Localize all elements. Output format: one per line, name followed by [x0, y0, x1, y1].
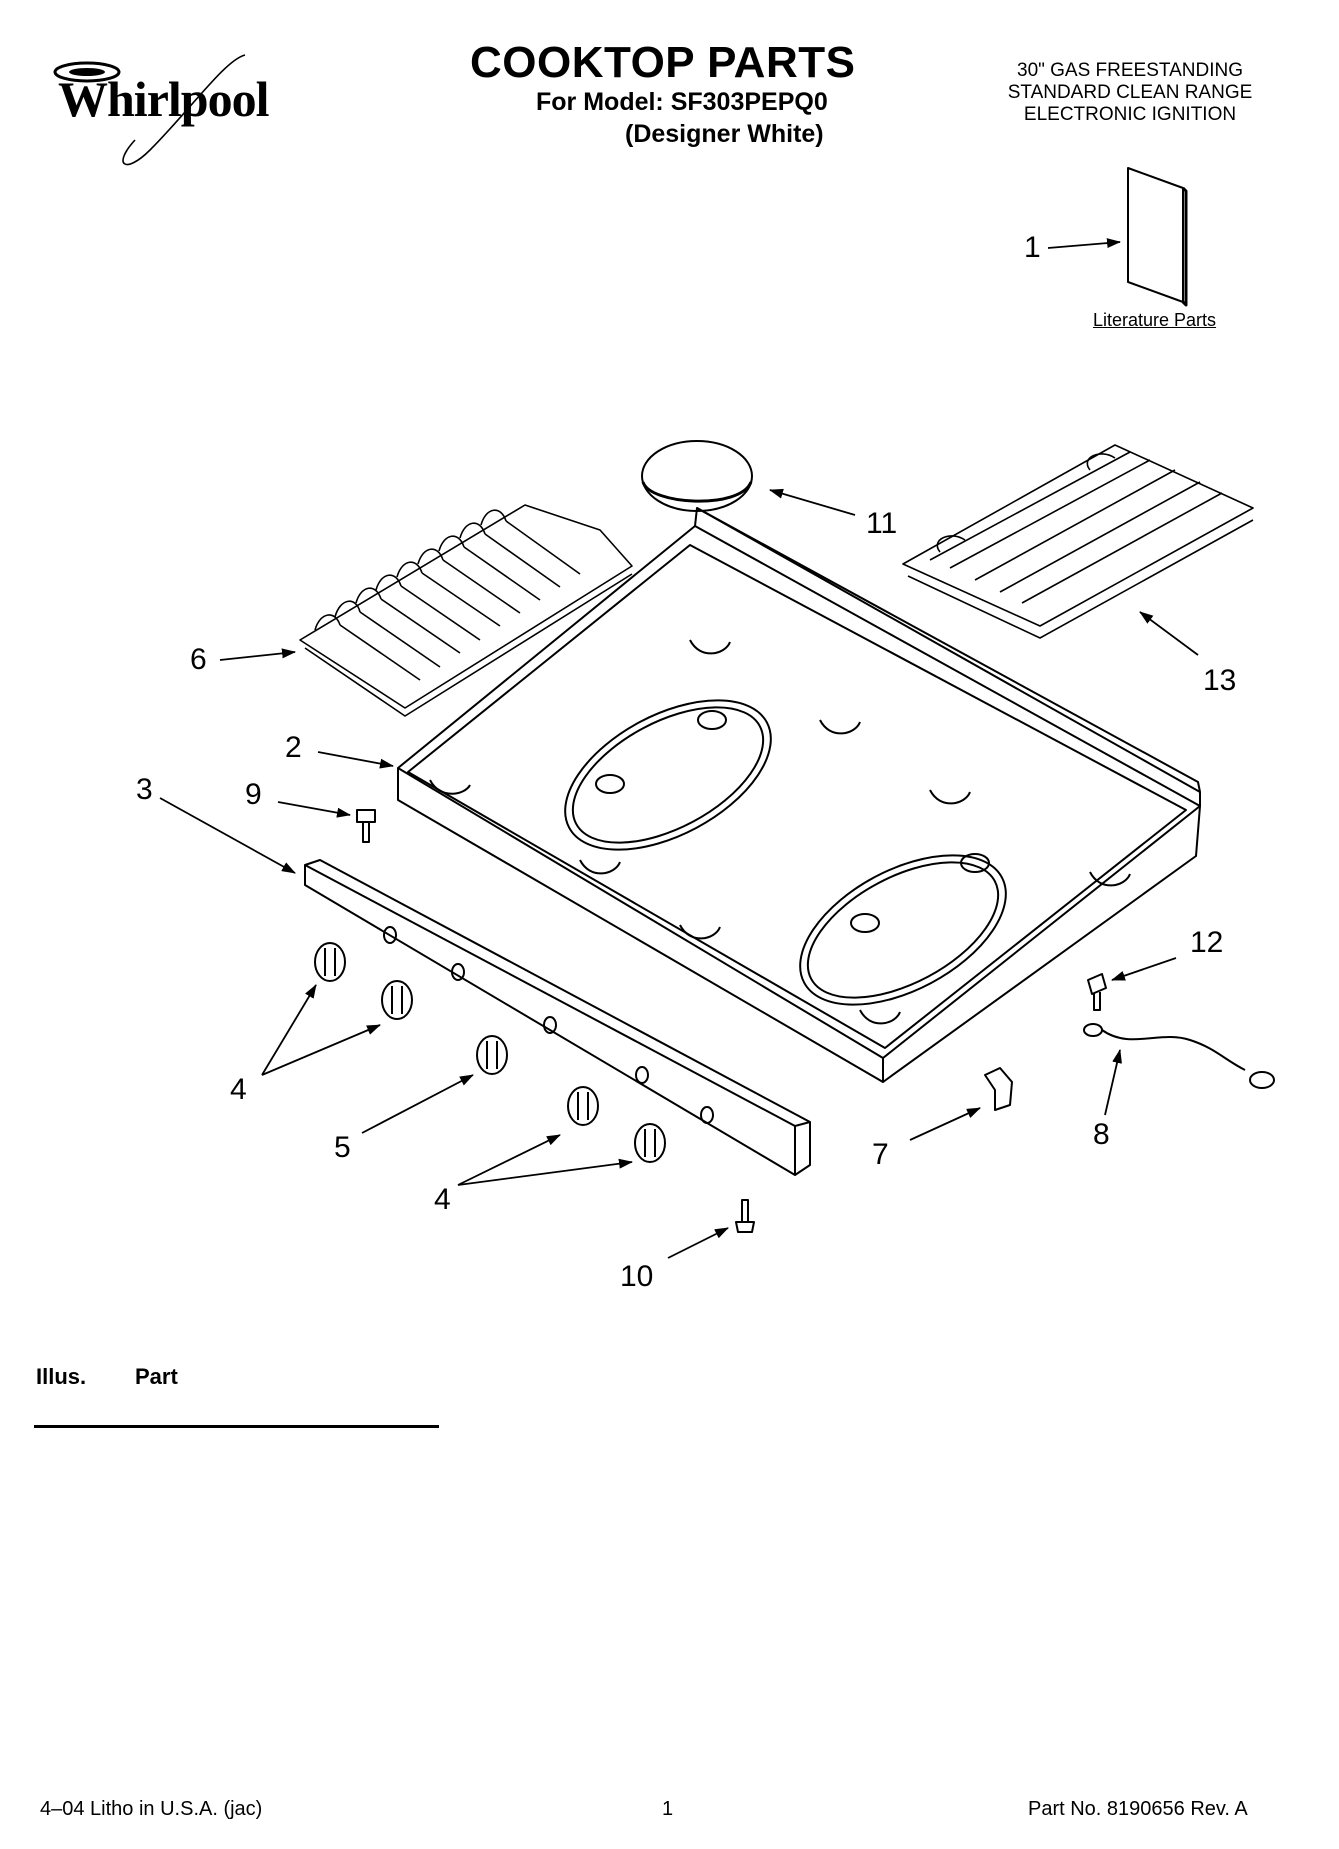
callout-5: 5 — [334, 1131, 351, 1164]
page-title: COOKTOP PARTS — [470, 38, 856, 87]
callout-7: 7 — [872, 1138, 889, 1171]
callout-4-bottom: 4 — [434, 1183, 451, 1216]
control-knobs — [314, 942, 666, 1163]
callout-12: 12 — [1190, 926, 1224, 959]
control-panel — [304, 859, 811, 1176]
right-grate — [902, 444, 1254, 639]
thumb-screw — [356, 809, 376, 843]
callout-1: 1 — [1024, 231, 1041, 264]
page-number: 1 — [662, 1798, 674, 1820]
callout-6: 6 — [190, 643, 207, 676]
part-number: Part No. 8190656 Rev. A — [1028, 1798, 1248, 1820]
description-line-3: ELECTRONIC IGNITION — [1023, 104, 1237, 125]
brand-name: Whirlpool — [58, 71, 269, 127]
part-column-header: Part — [135, 1364, 178, 1389]
burner-cap — [641, 440, 753, 512]
header-rule — [34, 1425, 439, 1428]
ground-wire — [1083, 1023, 1275, 1089]
bracket-clip — [984, 1067, 1013, 1111]
literature-parts-label: Literature Parts — [1093, 310, 1217, 330]
cooktop-main — [397, 507, 1201, 1083]
callout-13: 13 — [1203, 664, 1237, 697]
model-number: For Model: SF303PEPQ0 — [536, 88, 828, 116]
callout-10: 10 — [620, 1260, 654, 1293]
panel-screw — [735, 1199, 755, 1233]
callout-9: 9 — [245, 778, 262, 811]
model-color: (Designer White) — [625, 120, 824, 148]
leader-lines — [159, 238, 1199, 1259]
footer-litho: 4–04 Litho in U.S.A. (jac) — [40, 1798, 263, 1820]
callout-11: 11 — [866, 507, 898, 540]
illus-column-header: Illus. — [36, 1364, 87, 1389]
callout-2: 2 — [285, 731, 302, 764]
left-grate — [299, 504, 633, 717]
logo-swoosh-icon — [53, 54, 246, 166]
callout-3: 3 — [136, 773, 153, 806]
callout-8: 8 — [1093, 1118, 1110, 1151]
callout-4-left: 4 — [230, 1073, 247, 1106]
description-line-2: STANDARD CLEAN RANGE — [1007, 82, 1253, 103]
hex-screw — [1087, 973, 1107, 1011]
description-line-1: 30" GAS FREESTANDING — [1017, 60, 1243, 81]
literature-booklet — [1127, 167, 1188, 307]
